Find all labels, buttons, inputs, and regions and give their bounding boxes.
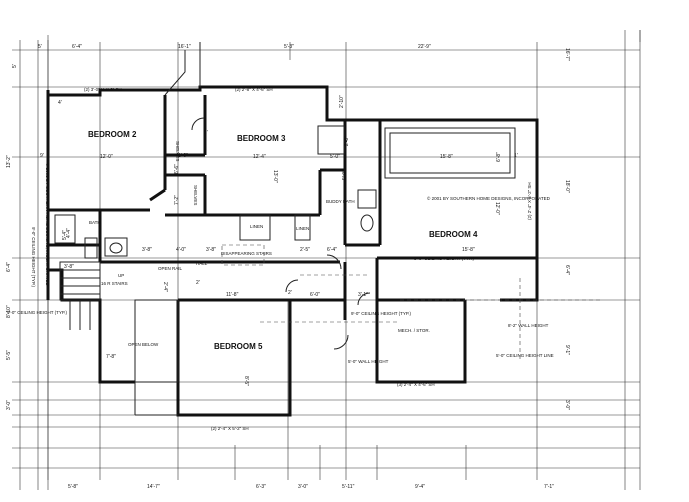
ceiling-note-1: 9'-0" CEILING HEIGHT (TYP.): [414, 256, 475, 261]
dim-left-0: 5': [12, 64, 18, 68]
exterior-dimensions: 5' 6'-4" 16'-1" 5'-3" 22'-9" 5'-8" 14'-7…: [6, 44, 570, 490]
room-label-bedroom-4: BEDROOM 4: [429, 230, 478, 239]
ceiling-note-2: 9'-0" CEILING HEIGHT (TYP.): [7, 310, 68, 315]
dim-b3-width: 12'-4": [253, 154, 266, 160]
room-label-linen-2: LINEN: [296, 226, 309, 231]
label-shelves-1: SHELVES: [175, 141, 180, 161]
room-labels: BEDROOM 2 BEDROOM 3 BEDROOM 4 BEDROOM 5 …: [88, 130, 478, 351]
dim-hall-b: 4'-0": [176, 247, 186, 253]
dim-buddy-width: 5'-0": [330, 154, 340, 160]
dim-b3-height: 13'-0": [272, 170, 278, 183]
dim-left-3: 8'-10": [6, 305, 12, 318]
copyright-note-1: © 2001 BY SOUTHERN HOME DESIGNS, INCORPO…: [45, 163, 51, 287]
copyright-note-2: © 2001 BY SOUTHERN HOME DESIGNS, INCORPO…: [427, 195, 551, 201]
dim-misc-2-8: 2'-8": [344, 136, 350, 146]
label-stairs: 16 R STAIRS: [101, 281, 128, 286]
dim-misc-2a: 2': [204, 130, 208, 136]
wall-height-note-2: 8'-2" WALL HEIGHT: [508, 323, 549, 328]
room-label-buddy-bath: BUDDY BATH: [326, 199, 355, 204]
room-label-linen: LINEN: [250, 224, 263, 229]
dim-top-0: 5': [38, 44, 42, 50]
dim-b4-height: 12'-0": [494, 202, 500, 215]
dim-stair-1: 3'-8": [64, 264, 74, 270]
interior-dimensions: 12'-0" 12'-4" 13'-0" 15'-8" 15'-8" 12'-0…: [40, 95, 518, 386]
interior-walls: [48, 42, 537, 383]
dim-hall-c: 3'-8": [206, 247, 216, 253]
dim-b4-width-2: 15'-8": [462, 247, 475, 253]
dim-bottom-5: 9'-4": [415, 484, 425, 490]
dim-top-3: 5'-3": [284, 44, 294, 50]
dim-top-4: 22'-9": [418, 44, 431, 50]
window-note-bottom-mid: (2) 2'-4" X 5'-2" SH: [211, 426, 249, 431]
dim-left-2: 6'-4": [6, 262, 12, 272]
dim-stair-2: 2'-4": [162, 282, 168, 292]
dim-b5-height: 8'-5": [243, 376, 249, 386]
dim-left-1: 13'-2": [6, 155, 12, 168]
window-note-top-left: (2) 3'-0" X 4'-6" SH: [84, 87, 122, 92]
wall-height-note-1: 5'-0" WALL HEIGHT: [348, 359, 389, 364]
dim-misc-4: 4': [58, 100, 62, 106]
ceiling-note-4: 9'-0" CEILING HEIGHT (TYP.): [31, 227, 36, 288]
dim-closet: 1'-0": [178, 153, 188, 159]
dim-misc-7: 7'-2": [174, 195, 180, 205]
room-label-bath: BATH: [89, 220, 101, 225]
label-up: UP: [118, 273, 124, 278]
dim-right-4: 3'-0": [564, 400, 570, 410]
room-label-bedroom-5: BEDROOM 5: [214, 342, 263, 351]
dim-bottom-3: 3'-0": [298, 484, 308, 490]
dim-open-width: 7'-8": [106, 354, 116, 360]
dim-misc-5: 5'-0": [342, 170, 348, 180]
plan-notes: © 2001 BY SOUTHERN HOME DESIGNS, INCORPO…: [7, 163, 554, 364]
dim-bottom-2: 6'-3": [256, 484, 266, 490]
room-label-bedroom-2: BEDROOM 2: [88, 130, 137, 139]
label-shelves-2: SHELVES: [193, 185, 198, 205]
dim-bottom-1: 14'-7": [147, 484, 160, 490]
ceiling-note-3: 9'-0" CEILING HEIGHT (TYP.): [351, 311, 412, 316]
dim-misc-2-10: 2'-10": [339, 95, 345, 108]
dim-right-1: 18'-0": [564, 180, 570, 193]
dim-bottom-0: 5'-8": [68, 484, 78, 490]
room-label-hall: HALL: [196, 261, 208, 266]
dim-bath-width: 5'-4": [62, 230, 68, 240]
dim-hall-a: 3'-8": [142, 247, 152, 253]
ceiling-lines: [260, 274, 600, 360]
dim-top-1: 6'-4": [72, 44, 82, 50]
ceiling-line-note: 5'-0" CEILING HEIGHT LINE: [496, 353, 554, 358]
label-open-rail: OPEN RAIL: [158, 266, 183, 271]
dim-bottom-4: 5'-11": [342, 484, 355, 490]
dim-misc-4-4: 4'-4": [66, 228, 72, 238]
dim-b4-width: 15'-8": [440, 154, 453, 160]
window-notes: (2) 3'-0" X 4'-6" SH (2) 2'-8" X 4'-6" S…: [84, 87, 532, 431]
dim-right-3: 9'-1": [564, 345, 570, 355]
window-note-bottom-right: (3) 2'-4" X 4'-6" SH: [397, 382, 435, 387]
dim-b5-left: 6'-0": [310, 292, 320, 298]
dim-top-2: 16'-1": [178, 44, 191, 50]
window-note-top-mid: (2) 2'-8" X 4'-6" SH: [235, 87, 273, 92]
dim-hall-d: 2'-5": [300, 247, 310, 253]
dim-misc-6-8: 6'-8": [496, 152, 502, 162]
dim-b2-width: 12'-0": [100, 154, 113, 160]
window-note-right: (2) 2'-4" X 5'-2" SH: [527, 182, 532, 220]
dim-b5-width: 11'-8": [226, 292, 239, 298]
dim-left-4: 5'-5": [6, 350, 12, 360]
room-label-bedroom-3: BEDROOM 3: [237, 134, 286, 143]
label-disappearing-stairs: DISAPPEARING STAIRS: [221, 251, 272, 256]
dim-mech-width: 3'-1": [358, 292, 368, 298]
dim-right-0: 16'-7": [564, 48, 570, 61]
dim-misc-6: 6'-6": [174, 164, 180, 174]
dim-misc-2c: 2': [288, 290, 292, 296]
room-label-mech-stor: MECH. / STOR.: [398, 328, 430, 333]
room-label-open-below: OPEN BELOW: [128, 342, 159, 347]
dim-misc-9: 9': [40, 153, 44, 159]
dim-misc-1: 1': [514, 153, 518, 159]
dim-left-5: 3'-0": [6, 400, 12, 410]
dim-bottom-6: 7'-1": [544, 484, 554, 490]
dim-hall-e: 6'-4": [327, 247, 337, 253]
dim-right-2: 6'-4": [564, 265, 570, 275]
dim-misc-2b: 2': [196, 280, 200, 286]
